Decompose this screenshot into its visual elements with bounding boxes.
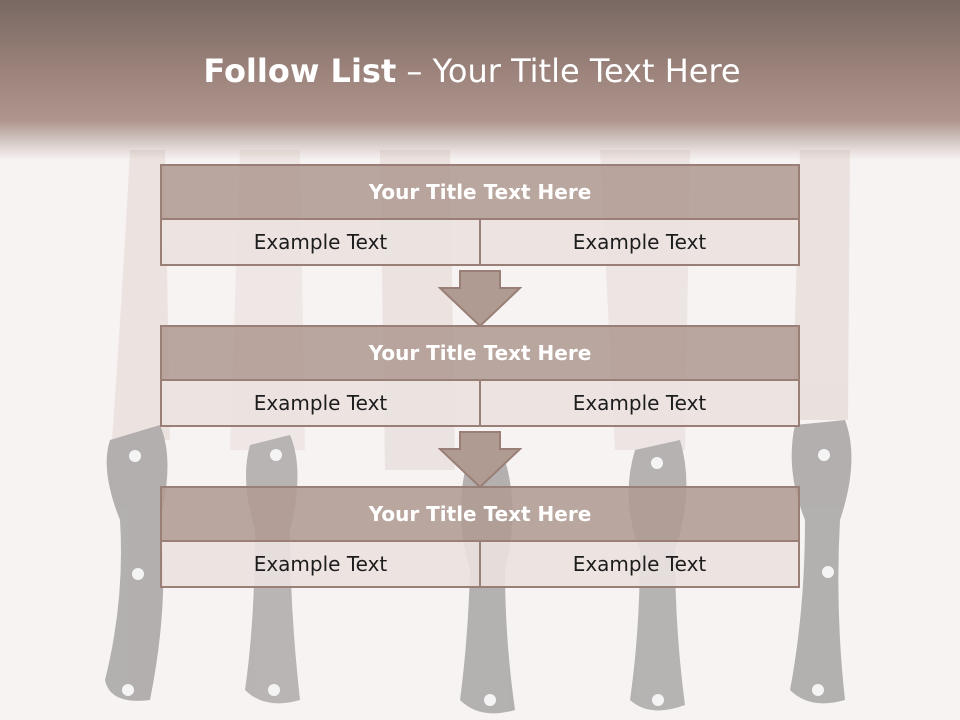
down-arrow-icon <box>438 431 522 489</box>
list-block-2: Your Title Text Here Example Text Exampl… <box>160 325 800 427</box>
block-title: Your Title Text Here <box>160 164 800 220</box>
block-row: Example Text Example Text <box>160 379 800 427</box>
slide-title: Follow List – Your Title Text Here <box>0 52 944 90</box>
block-title: Your Title Text Here <box>160 486 800 542</box>
block-cell-left: Example Text <box>160 218 481 266</box>
block-row: Example Text Example Text <box>160 540 800 588</box>
list-block-1: Your Title Text Here Example Text Exampl… <box>160 164 800 266</box>
slide-title-rest: – Your Title Text Here <box>396 52 741 90</box>
block-cell-right: Example Text <box>479 540 800 588</box>
block-cell-left: Example Text <box>160 379 481 427</box>
block-cell-left: Example Text <box>160 540 481 588</box>
header-band <box>0 0 960 160</box>
block-cell-right: Example Text <box>479 218 800 266</box>
block-cell-right: Example Text <box>479 379 800 427</box>
list-block-3: Your Title Text Here Example Text Exampl… <box>160 486 800 588</box>
slide-title-bold: Follow List <box>203 52 397 90</box>
block-row: Example Text Example Text <box>160 218 800 266</box>
down-arrow-icon <box>438 270 522 328</box>
block-title: Your Title Text Here <box>160 325 800 381</box>
